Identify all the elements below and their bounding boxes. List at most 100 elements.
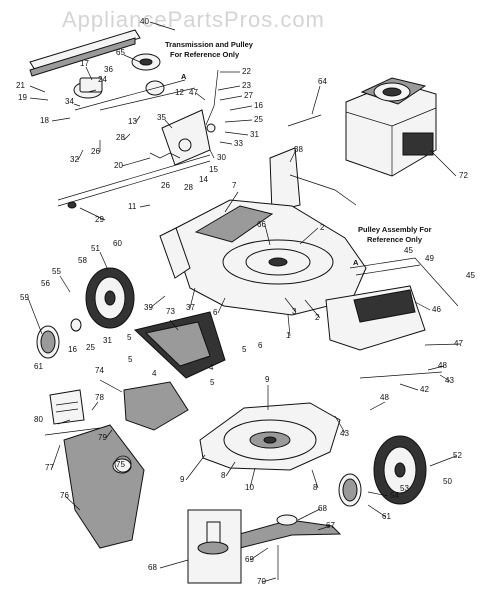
wheel-rear-right <box>373 435 427 505</box>
leader-line <box>224 119 253 123</box>
leader-line <box>287 314 291 337</box>
callout: 5 <box>127 333 132 342</box>
caption-pulley-line2: Reference Only <box>367 235 423 244</box>
leader-line <box>219 141 233 145</box>
leader-line <box>87 89 97 93</box>
callout: 79 <box>98 433 107 442</box>
callout: 67 <box>326 521 335 530</box>
callout: 73 <box>166 307 175 316</box>
leader-line <box>297 508 321 521</box>
callout: 8 <box>313 483 318 492</box>
callout: 5 <box>128 355 133 364</box>
callout: 58 <box>78 256 87 265</box>
leader-line <box>367 504 387 518</box>
mower-deck <box>159 199 367 316</box>
callout: 28 <box>184 183 193 192</box>
callout: 31 <box>103 336 112 345</box>
callout: 21 <box>16 81 25 90</box>
leader-line <box>264 224 271 246</box>
leader-line <box>414 301 431 311</box>
leader-line <box>149 295 166 309</box>
callout: 37 <box>186 303 195 312</box>
callout: 61 <box>382 512 391 521</box>
callout: 49 <box>425 254 434 263</box>
callout: 78 <box>95 393 104 402</box>
hubcap-61 <box>338 473 362 507</box>
callout: 68 <box>318 504 327 513</box>
callout: 9 <box>180 475 185 484</box>
leader-line <box>29 97 49 101</box>
callout: 40 <box>140 17 149 26</box>
leader-line <box>189 287 196 309</box>
handle-rod-45 <box>349 257 459 307</box>
leader-line <box>289 149 297 163</box>
adapter-68 <box>276 514 298 526</box>
callout: 70 <box>257 577 266 586</box>
callout: 22 <box>242 67 251 76</box>
callout: 28 <box>116 133 125 142</box>
callout: 33 <box>234 139 243 148</box>
callout: 17 <box>80 59 89 68</box>
hubcap-59 <box>36 325 60 359</box>
callout: 18 <box>40 116 49 125</box>
cover-74 <box>123 381 189 431</box>
leader-line <box>334 415 346 434</box>
callout: 19 <box>18 93 27 102</box>
leader-line <box>439 374 451 382</box>
leader-line <box>429 455 457 467</box>
callout: 10 <box>245 483 254 492</box>
leader-line <box>121 157 151 167</box>
callout: 26 <box>91 147 100 156</box>
leader-line <box>149 21 176 31</box>
leader-line <box>91 401 99 411</box>
deck-underside <box>199 402 341 471</box>
callout: 27 <box>244 91 253 100</box>
leader-line <box>367 491 389 497</box>
leader-line <box>59 275 71 293</box>
callout: 75 <box>116 460 125 469</box>
callout: 60 <box>113 239 122 248</box>
leader-line <box>164 119 173 129</box>
callout: 24 <box>98 75 107 84</box>
callout: 2 <box>320 223 325 232</box>
leader-line <box>99 379 123 393</box>
callout: 47 <box>189 88 198 97</box>
callout: 51 <box>91 244 100 253</box>
callout: 30 <box>217 153 226 162</box>
callout: 29 <box>95 215 104 224</box>
callout: 16 <box>254 101 263 110</box>
callout: 59 <box>20 293 29 302</box>
leader-line <box>249 547 269 561</box>
callout: 20 <box>114 161 123 170</box>
rod-64 <box>287 114 322 127</box>
callout: 64 <box>318 77 327 86</box>
bracket-80 <box>49 389 85 425</box>
leader-line <box>77 149 84 161</box>
callout: 34 <box>65 97 74 106</box>
leader-line <box>427 365 445 371</box>
callout: 77 <box>45 463 54 472</box>
callout: 5 <box>242 345 247 354</box>
callout: 61 <box>34 362 43 371</box>
leader-line <box>159 559 189 569</box>
leader-lines <box>27 21 461 583</box>
bushing-16 <box>70 318 82 332</box>
leader-line <box>311 85 321 115</box>
transmission-assembly <box>29 29 219 209</box>
leader-line <box>51 117 71 122</box>
callout: 50 <box>443 477 452 486</box>
callout: 6 <box>213 308 218 317</box>
callout: 31 <box>250 130 259 139</box>
callout: 52 <box>453 451 462 460</box>
callout: 7 <box>232 181 237 190</box>
callout: 74 <box>95 366 104 375</box>
callout: 5 <box>210 378 215 387</box>
leader-line <box>139 204 151 208</box>
callout: 54 <box>390 491 399 500</box>
callout: 80 <box>34 415 43 424</box>
leader-line <box>225 461 236 477</box>
leader-line <box>99 251 109 271</box>
callout: 68 <box>148 563 157 572</box>
callout: 13 <box>128 117 137 126</box>
